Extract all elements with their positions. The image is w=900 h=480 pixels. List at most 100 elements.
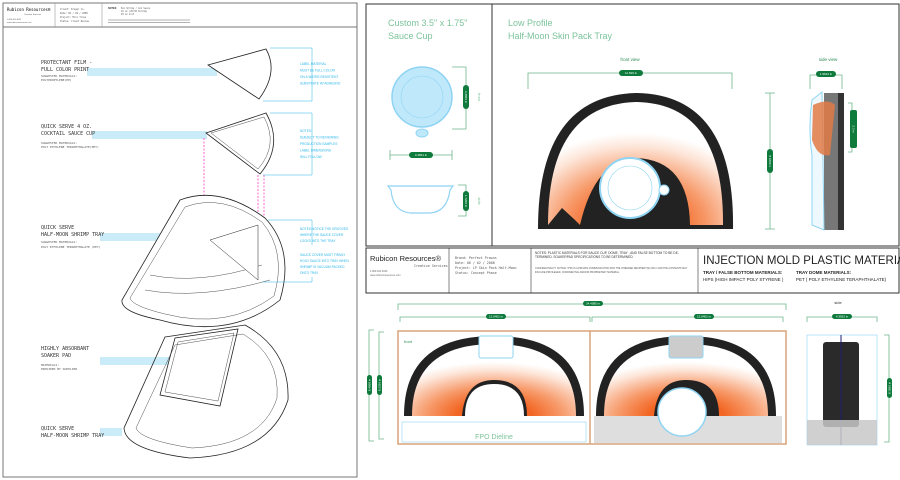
left-note: 20 oz unit [121, 13, 135, 16]
company-web: www.rubiconresources.com [370, 274, 401, 277]
svg-text:SUBSTRATE W/ ADHESIVE: SUBSTRATE W/ ADHESIVE [300, 82, 341, 86]
dieline-height-inner: 8.2356 in [377, 379, 381, 392]
svg-text:SOAKER PAD: SOAKER PAD [41, 353, 71, 359]
left-date: Date: 06 / 02 / 2008 [60, 12, 88, 15]
dieline-front-panel: FPO Dieline [401, 335, 587, 443]
left-division: Creative Services [24, 13, 42, 16]
svg-text:SUGGESTED MATERIALS:: SUGGESTED MATERIALS: [41, 141, 77, 145]
dieline-side-panel [806, 334, 878, 446]
svg-text:COCKTAIL SAUCE CUP: COCKTAIL SAUCE CUP [41, 131, 95, 137]
left-note: 16 oz (20/30 Shrimp) [121, 10, 147, 13]
part-label-sauce-cup: QUICK SERVE 4 OZ. COCKTAIL SAUCE CUP SUG… [41, 124, 99, 149]
left-client: Client: Kroger Co. [60, 8, 85, 11]
svg-text:SAUCE COVER MUST FIRMLY: SAUCE COVER MUST FIRMLY [300, 253, 346, 257]
svg-text:MATERIALS:: MATERIALS: [41, 363, 59, 367]
svg-text:LABEL DIMENSIONS: LABEL DIMENSIONS [300, 149, 331, 153]
svg-text:WILL FOLLOW: WILL FOLLOW [300, 155, 322, 159]
tray-side-drawing [809, 90, 844, 231]
side-view-label: side view [819, 57, 838, 62]
left-notes-label: NOTES: [108, 7, 117, 10]
sauce-cup-side-label: side [477, 197, 482, 205]
status-field: Status: Concept Phase [455, 271, 497, 275]
dieline-height-outer: 8.4968 in [367, 379, 371, 392]
company-division: Creative Services [414, 264, 448, 268]
dieline-back-panel [594, 335, 782, 443]
callout-sample-notes: NOTES: SUBJECT TO REVIEWING PRODUCTION S… [300, 129, 339, 159]
sauce-cup-title: Custom 3.5" x 1.75" [388, 18, 467, 28]
svg-text:HOLD SAUCE INTO TRAY WHEN: HOLD SAUCE INTO TRAY WHEN [300, 259, 350, 263]
company-phone: 1.800.404.3034 [370, 270, 388, 273]
callout-label-material: LABEL MATERIAL MUST BE FULL COLOR ON A W… [300, 62, 341, 86]
tray-materials-label: TRAY / FALSE BOTTOM MATERIALS: [703, 270, 783, 275]
part-label-tray: QUICK SERVE HALF-MOON SHRIMP TRAY SUGGES… [41, 225, 104, 249]
dieline-front-label: front [404, 339, 413, 344]
svg-text:PROVIDED BY SUPPLIER: PROVIDED BY SUPPLIER [41, 367, 77, 371]
tray-materials-value: HIPS (HIGH IMPACT POLY STYRENE ) [703, 277, 784, 282]
part-label-bottom-tray: QUICK SERVE HALF-MOON SHRIMP TRAY [41, 426, 104, 439]
left-title-block: Rubicon Resources® Creative Services 1.8… [7, 7, 190, 24]
svg-text:SUGGESTED MATERIALS:: SUGGESTED MATERIALS: [41, 240, 77, 244]
svg-text:QUICK SERVE: QUICK SERVE [41, 225, 74, 231]
sauce-cup-panel: Custom 3.5" x 1.75" Sauce Cup 3.4883 in … [386, 18, 482, 217]
fpo-dieline-label: FPO Dieline [475, 434, 513, 441]
svg-text:NOTES:: NOTES: [300, 129, 312, 133]
svg-text:SUGGESTED MATERIALS:: SUGGESTED MATERIALS: [41, 74, 77, 78]
svg-text:LOCKS INTO THE TRAY: LOCKS INTO THE TRAY [300, 239, 336, 243]
dieline-side-label: side [834, 300, 842, 305]
sauce-cup-side-drawing [386, 185, 455, 214]
left-sheet: Rubicon Resources® Creative Services 1.8… [2, 2, 358, 478]
svg-text:FULL COLOR PRINT: FULL COLOR PRINT [41, 67, 89, 73]
svg-text:SUBJECT TO REVIEWING: SUBJECT TO REVIEWING [300, 136, 339, 140]
svg-text:QUICK SERVE: QUICK SERVE [41, 426, 74, 432]
svg-text:PROTECTANT FILM -: PROTECTANT FILM - [41, 60, 92, 66]
dieline-total-width: 24.4085 in [586, 301, 600, 305]
shrimp-tray-drawing [121, 194, 286, 328]
date-field: Date: 06 / 02 / 2008 [455, 261, 495, 265]
svg-text:PRODUCTION SAMPLES: PRODUCTION SAMPLES [300, 142, 337, 146]
dieline-border [397, 330, 787, 445]
dieline-side-height: 8.1856 in [887, 382, 891, 395]
left-phone: 1.800.404.3034 [7, 19, 22, 21]
svg-text:POLY ETHYLENE TERAPHTHALATE(PE: POLY ETHYLENE TERAPHTHALATE(PET) [41, 145, 99, 149]
callout-grooves: NOTES:NOTICE THE GROOVES WHERE THE SAUCE… [300, 227, 348, 243]
svg-text:MUST BE FULL COLOR: MUST BE FULL COLOR [300, 69, 336, 73]
left-web: www.rubiconresources.com [7, 22, 32, 24]
left-note: 8oz Shrimp / 4oz Sauce [121, 7, 151, 10]
left-company: Rubicon Resources® [7, 7, 51, 12]
title-block: Rubicon Resources® Creative Services 1.8… [365, 247, 900, 294]
dieline-side-width: 4.3552 in [836, 314, 849, 318]
brand-field: Brand: Perfect Prawns [455, 256, 497, 260]
highlight-bands [87, 68, 217, 436]
tray-depth-dim: 1.9612 in [820, 72, 833, 76]
tray-width-dim: 11.529 in [625, 71, 637, 75]
svg-text:POLYPROPYLENE(PP): POLYPROPYLENE(PP) [41, 78, 72, 82]
dieline-panel-width-2: 12.0401 in [697, 314, 711, 318]
part-label-soaker-pad: HIGHLY ABSORBANT SOAKER PAD MATERIALS: P… [41, 346, 89, 371]
sauce-cup-front-label: front [477, 93, 482, 102]
left-project: Project: Mini Trays [60, 16, 87, 19]
bottom-tray-drawing [123, 324, 289, 459]
left-status: Status: Client Review [60, 20, 90, 23]
svg-text:HALF-MOON SHRIMP TRAY: HALF-MOON SHRIMP TRAY [41, 433, 104, 439]
soaker-pad-drawing [159, 328, 239, 407]
tray-panel: Low Profile Half-Moon Skin Pack Tray fro… [508, 18, 857, 231]
materials-notes: NOTES: PLASTIC MATERIALS FOR SAUCE CUP, … [535, 251, 679, 260]
sauce-cup-side-height: 1.7202 in [464, 195, 468, 208]
svg-text:ON A WATER-RESISTENT: ON A WATER-RESISTENT [300, 75, 338, 79]
dome-materials-label: TRAY DOME MATERIALS: [796, 270, 852, 275]
sauce-cup-title: Sauce Cup [388, 31, 433, 41]
protectant-film-drawing [207, 48, 272, 100]
callout-brackets [262, 47, 313, 283]
callout-sauce-cover: SAUCE COVER MUST FIRMLY HOLD SAUCE INTO … [300, 253, 350, 275]
svg-text:HIGHLY ABSORBANT: HIGHLY ABSORBANT [41, 346, 89, 352]
sauce-cup-front-height: 3.4883 in [464, 91, 468, 104]
dome-materials-value: PET ( POLY ETHYLENE TERAPHTHALATE) [796, 277, 887, 282]
confidentiality-notice: CONFIDENTIALITY NOTICE: THIS IS A PRIVAT… [535, 267, 688, 274]
part-label-film: PROTECTANT FILM - FULL COLOR PRINT SUGGE… [41, 60, 92, 82]
materials-heading: INJECTION MOLD PLASTIC MATERIALS [703, 255, 900, 267]
svg-text:SHRIMP IS VACUUM PACKED: SHRIMP IS VACUUM PACKED [300, 265, 345, 269]
tray-height-dim: 7.0038 in [768, 155, 772, 168]
project-field: Project: LP Skin Pack Half-Moon [455, 266, 517, 270]
svg-text:WHERE THE SAUCE COVER: WHERE THE SAUCE COVER [300, 233, 344, 237]
